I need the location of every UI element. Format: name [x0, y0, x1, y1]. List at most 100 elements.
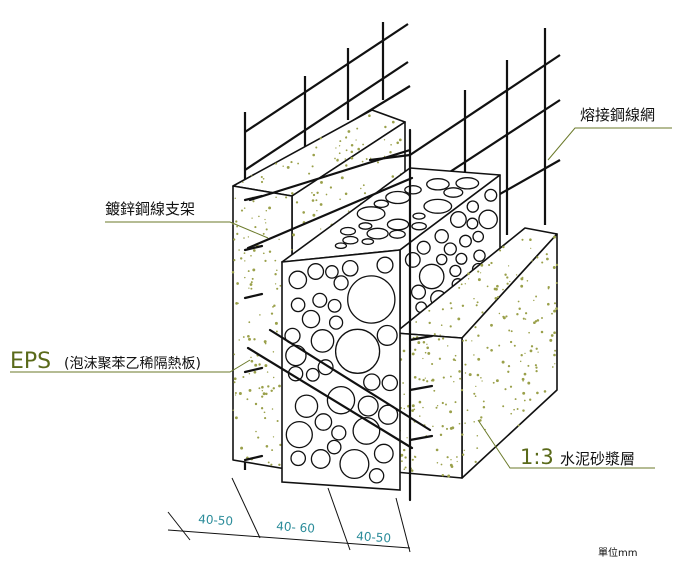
mortar-grain — [529, 398, 532, 401]
mortar-grain — [356, 127, 359, 130]
mortar-grain — [234, 197, 237, 200]
mortar-grain — [234, 416, 238, 420]
mortar-grain — [271, 449, 274, 452]
mortar-grain — [402, 382, 404, 384]
eps-bead — [412, 212, 426, 220]
eps-bead — [356, 206, 386, 222]
mortar-grain — [233, 377, 237, 381]
mortar-grain — [536, 319, 540, 322]
mortar-grain — [263, 340, 267, 344]
mortar-grain — [247, 270, 250, 273]
welded-wire-mesh-front — [243, 128, 434, 502]
mortar-grain — [261, 395, 264, 398]
mortar-grain — [540, 330, 544, 334]
mortar-grain — [264, 342, 267, 345]
mortar-grain — [411, 404, 415, 408]
mortar-grain — [233, 259, 236, 262]
mortar-grain — [244, 276, 246, 279]
mortar-grain — [510, 412, 513, 415]
mortar-grain — [259, 314, 261, 316]
mortar-grain — [344, 192, 348, 196]
mortar-grain — [251, 217, 253, 219]
mortar-grain — [316, 191, 319, 194]
mortar-grain — [440, 324, 443, 327]
eps-bead — [285, 344, 307, 367]
mortar-grain — [272, 306, 274, 308]
mortar-grain — [234, 392, 237, 394]
mortar-grain — [311, 192, 313, 194]
mortar-grain — [264, 259, 267, 262]
mortar-grain — [311, 165, 314, 168]
mortar-grain — [383, 139, 386, 141]
eps-bead — [455, 177, 480, 190]
mortar-grain — [449, 410, 453, 414]
mortar-grain — [361, 160, 364, 163]
mortar-grain — [490, 348, 493, 352]
eps-bead — [312, 292, 328, 308]
eps-bead — [288, 270, 308, 290]
mortar-grain — [345, 164, 348, 167]
mortar-grain — [436, 462, 439, 464]
mortar-grain — [521, 238, 524, 241]
eps-top-beads — [334, 177, 480, 250]
mortar-grain — [396, 141, 399, 145]
mortar-grain — [553, 302, 557, 305]
mortar-grain — [552, 266, 556, 269]
mortar-grain — [316, 210, 318, 212]
mortar-grain — [449, 302, 452, 305]
mortar-grain — [555, 263, 558, 266]
mortar-grain — [411, 409, 414, 412]
mortar-grain — [449, 325, 452, 328]
mortar-grain — [250, 287, 253, 290]
mortar-grain — [340, 176, 344, 180]
mortar-grain — [250, 356, 252, 359]
mortar-grain — [384, 125, 387, 129]
mortar-grain — [441, 425, 444, 428]
mesh-rod — [408, 384, 434, 392]
mortar-grain — [274, 283, 277, 285]
mortar-grain — [440, 463, 443, 466]
mortar-grain — [262, 252, 265, 255]
mortar-grain — [334, 157, 336, 160]
mortar-grain — [477, 278, 481, 282]
mortar-grain — [475, 304, 478, 307]
mortar-grain — [517, 424, 520, 427]
mortar-grain — [312, 193, 316, 197]
mortar-grain — [495, 379, 499, 383]
mesh-rod — [243, 194, 264, 202]
mortar-grain — [257, 436, 260, 439]
eps-bead — [404, 185, 422, 195]
eps-bead — [301, 309, 321, 329]
mortar-grain — [530, 345, 534, 348]
mortar-grain — [428, 321, 431, 325]
mortar-grain — [242, 336, 245, 338]
mortar-grain — [439, 334, 441, 336]
mortar-grain — [286, 165, 290, 169]
leader-wire-support — [105, 221, 269, 239]
mortar-grain — [242, 375, 245, 379]
mortar-grain — [516, 408, 519, 410]
mortar-grain — [535, 347, 538, 350]
mortar-grain — [339, 140, 342, 143]
mortar-grain — [519, 360, 522, 363]
mortar-grain — [490, 323, 493, 327]
mortar-grain — [270, 312, 274, 315]
mortar-grain — [433, 333, 436, 336]
mortar-grain — [438, 357, 442, 360]
mesh-rod — [408, 434, 434, 442]
mortar-grain — [265, 445, 269, 448]
mortar-grain — [509, 385, 513, 388]
mortar-grain — [460, 388, 464, 392]
mortar-grain — [274, 259, 277, 262]
mortar-grain — [250, 255, 252, 257]
label-wire-support: 鍍鋅鋼線支架 — [105, 200, 195, 218]
mortar-grain — [439, 433, 443, 437]
mortar-grain — [553, 331, 556, 335]
mortar-grain — [507, 364, 511, 368]
mortar-grain — [481, 380, 483, 382]
mortar-grain — [273, 304, 276, 307]
mortar-grain — [522, 391, 526, 395]
mortar-grain — [533, 321, 536, 325]
